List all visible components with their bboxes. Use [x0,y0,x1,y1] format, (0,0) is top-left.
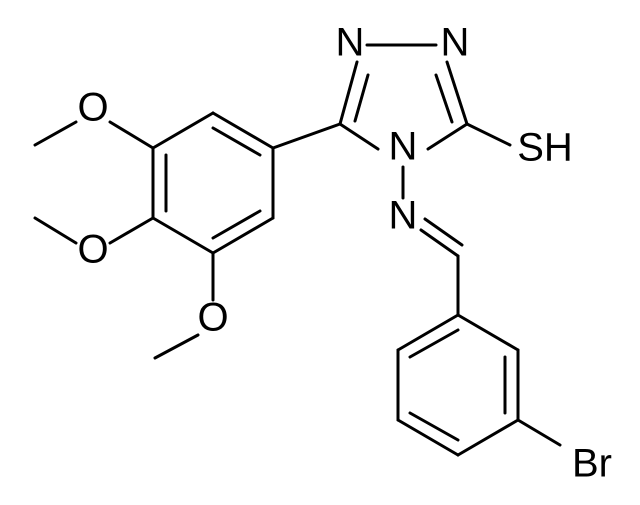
bond-c5-a1 [271,122,342,150]
bond-a4-a5 [151,216,215,255]
atom-thiol: SH [517,126,573,170]
atom-labels: N N N N SH Br O O O [77,21,612,486]
atom-oxygen-bottom: O [197,296,228,340]
bond-a2-a3 [151,111,215,150]
bond-c3-s [465,122,512,147]
bond-a1-a2-inner [211,126,262,157]
bond-n-ch-inner [423,217,464,247]
bond-b1-b2 [456,313,520,352]
bond-a3-o-top [108,120,155,150]
bond-n2-c3-inner [434,73,454,124]
atom-bromine: Br [572,442,612,486]
bond-b3-br [516,418,562,447]
bond-c5-n1-inner [353,73,370,123]
bond-n4-c5 [338,122,380,151]
bond-b6-b1-inner [408,328,460,359]
atom-n-imine: N [389,194,418,238]
bond-b6-b1 [396,313,460,352]
bond-lines [33,43,562,457]
atom-n-triazole-right: N [441,21,470,65]
atom-oxygen-middle: O [77,228,108,272]
atom-n-triazole-left: N [336,21,365,65]
bond-c3-n4 [426,122,469,151]
bond-o-bot-me [153,333,200,360]
bond-a1-a2 [211,111,275,150]
bond-b3-b4 [456,418,520,457]
bond-b4-b5-inner [408,411,460,442]
bond-a5-a6-inner [211,209,262,240]
bond-n2-c3 [445,60,469,126]
bond-c5-n1 [338,60,359,126]
bond-a4-o-mid [108,216,155,245]
atom-n4: N [389,125,418,169]
bond-n-ch [419,228,460,258]
atom-oxygen-top: O [77,86,108,130]
bond-o-mid-me [33,216,78,245]
bond-a5-a6 [211,216,275,255]
bond-b4-b5 [396,418,460,457]
bond-o-top-me [33,120,78,147]
